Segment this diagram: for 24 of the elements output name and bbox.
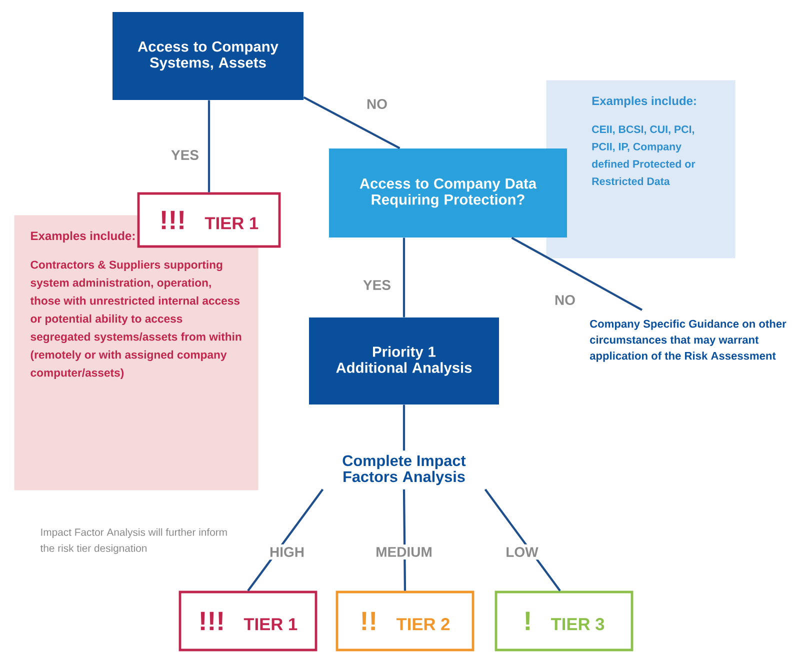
connector-line — [208, 100, 210, 192]
connector-line — [402, 404, 406, 451]
connector-line — [402, 489, 406, 591]
edge-label: MEDIUM — [372, 544, 436, 560]
tier-box: !!! TIER 1 — [178, 590, 318, 652]
tier-box: !! TIER 2 — [336, 590, 474, 652]
decision-box: Priority 1 Additional Analysis — [309, 318, 499, 404]
connector-line — [402, 238, 406, 318]
edge-label: NO — [364, 96, 390, 112]
edge-label: NO — [552, 292, 578, 308]
examples-panel: Examples include: CEII, BCSI, CUI, PCI, PCII, IP, Company defined Protected or Restricted Data — [546, 80, 736, 258]
decision-box: Access to Company Systems, Assets — [112, 12, 304, 100]
step-heading: Complete Impact Factors Analysis — [342, 454, 466, 486]
guidance-text: Company Specific Guidance on other circumstances that may warrant application of the Risk Assessment — [590, 320, 786, 362]
tier-box: !!! TIER 1 — [137, 192, 281, 248]
connector-line — [511, 236, 643, 311]
edge-label: LOW — [503, 544, 541, 560]
decision-box: Access to Company Data Requiring Protection? — [329, 148, 567, 238]
connector-line — [303, 96, 400, 150]
edge-label: YES — [168, 147, 202, 163]
edge-label: YES — [360, 277, 394, 293]
tier-box: ! TIER 3 — [494, 590, 634, 652]
note-text: Impact Factor Analysis will further inform the risk tier designation — [40, 528, 227, 554]
edge-label: HIGH — [266, 544, 308, 560]
